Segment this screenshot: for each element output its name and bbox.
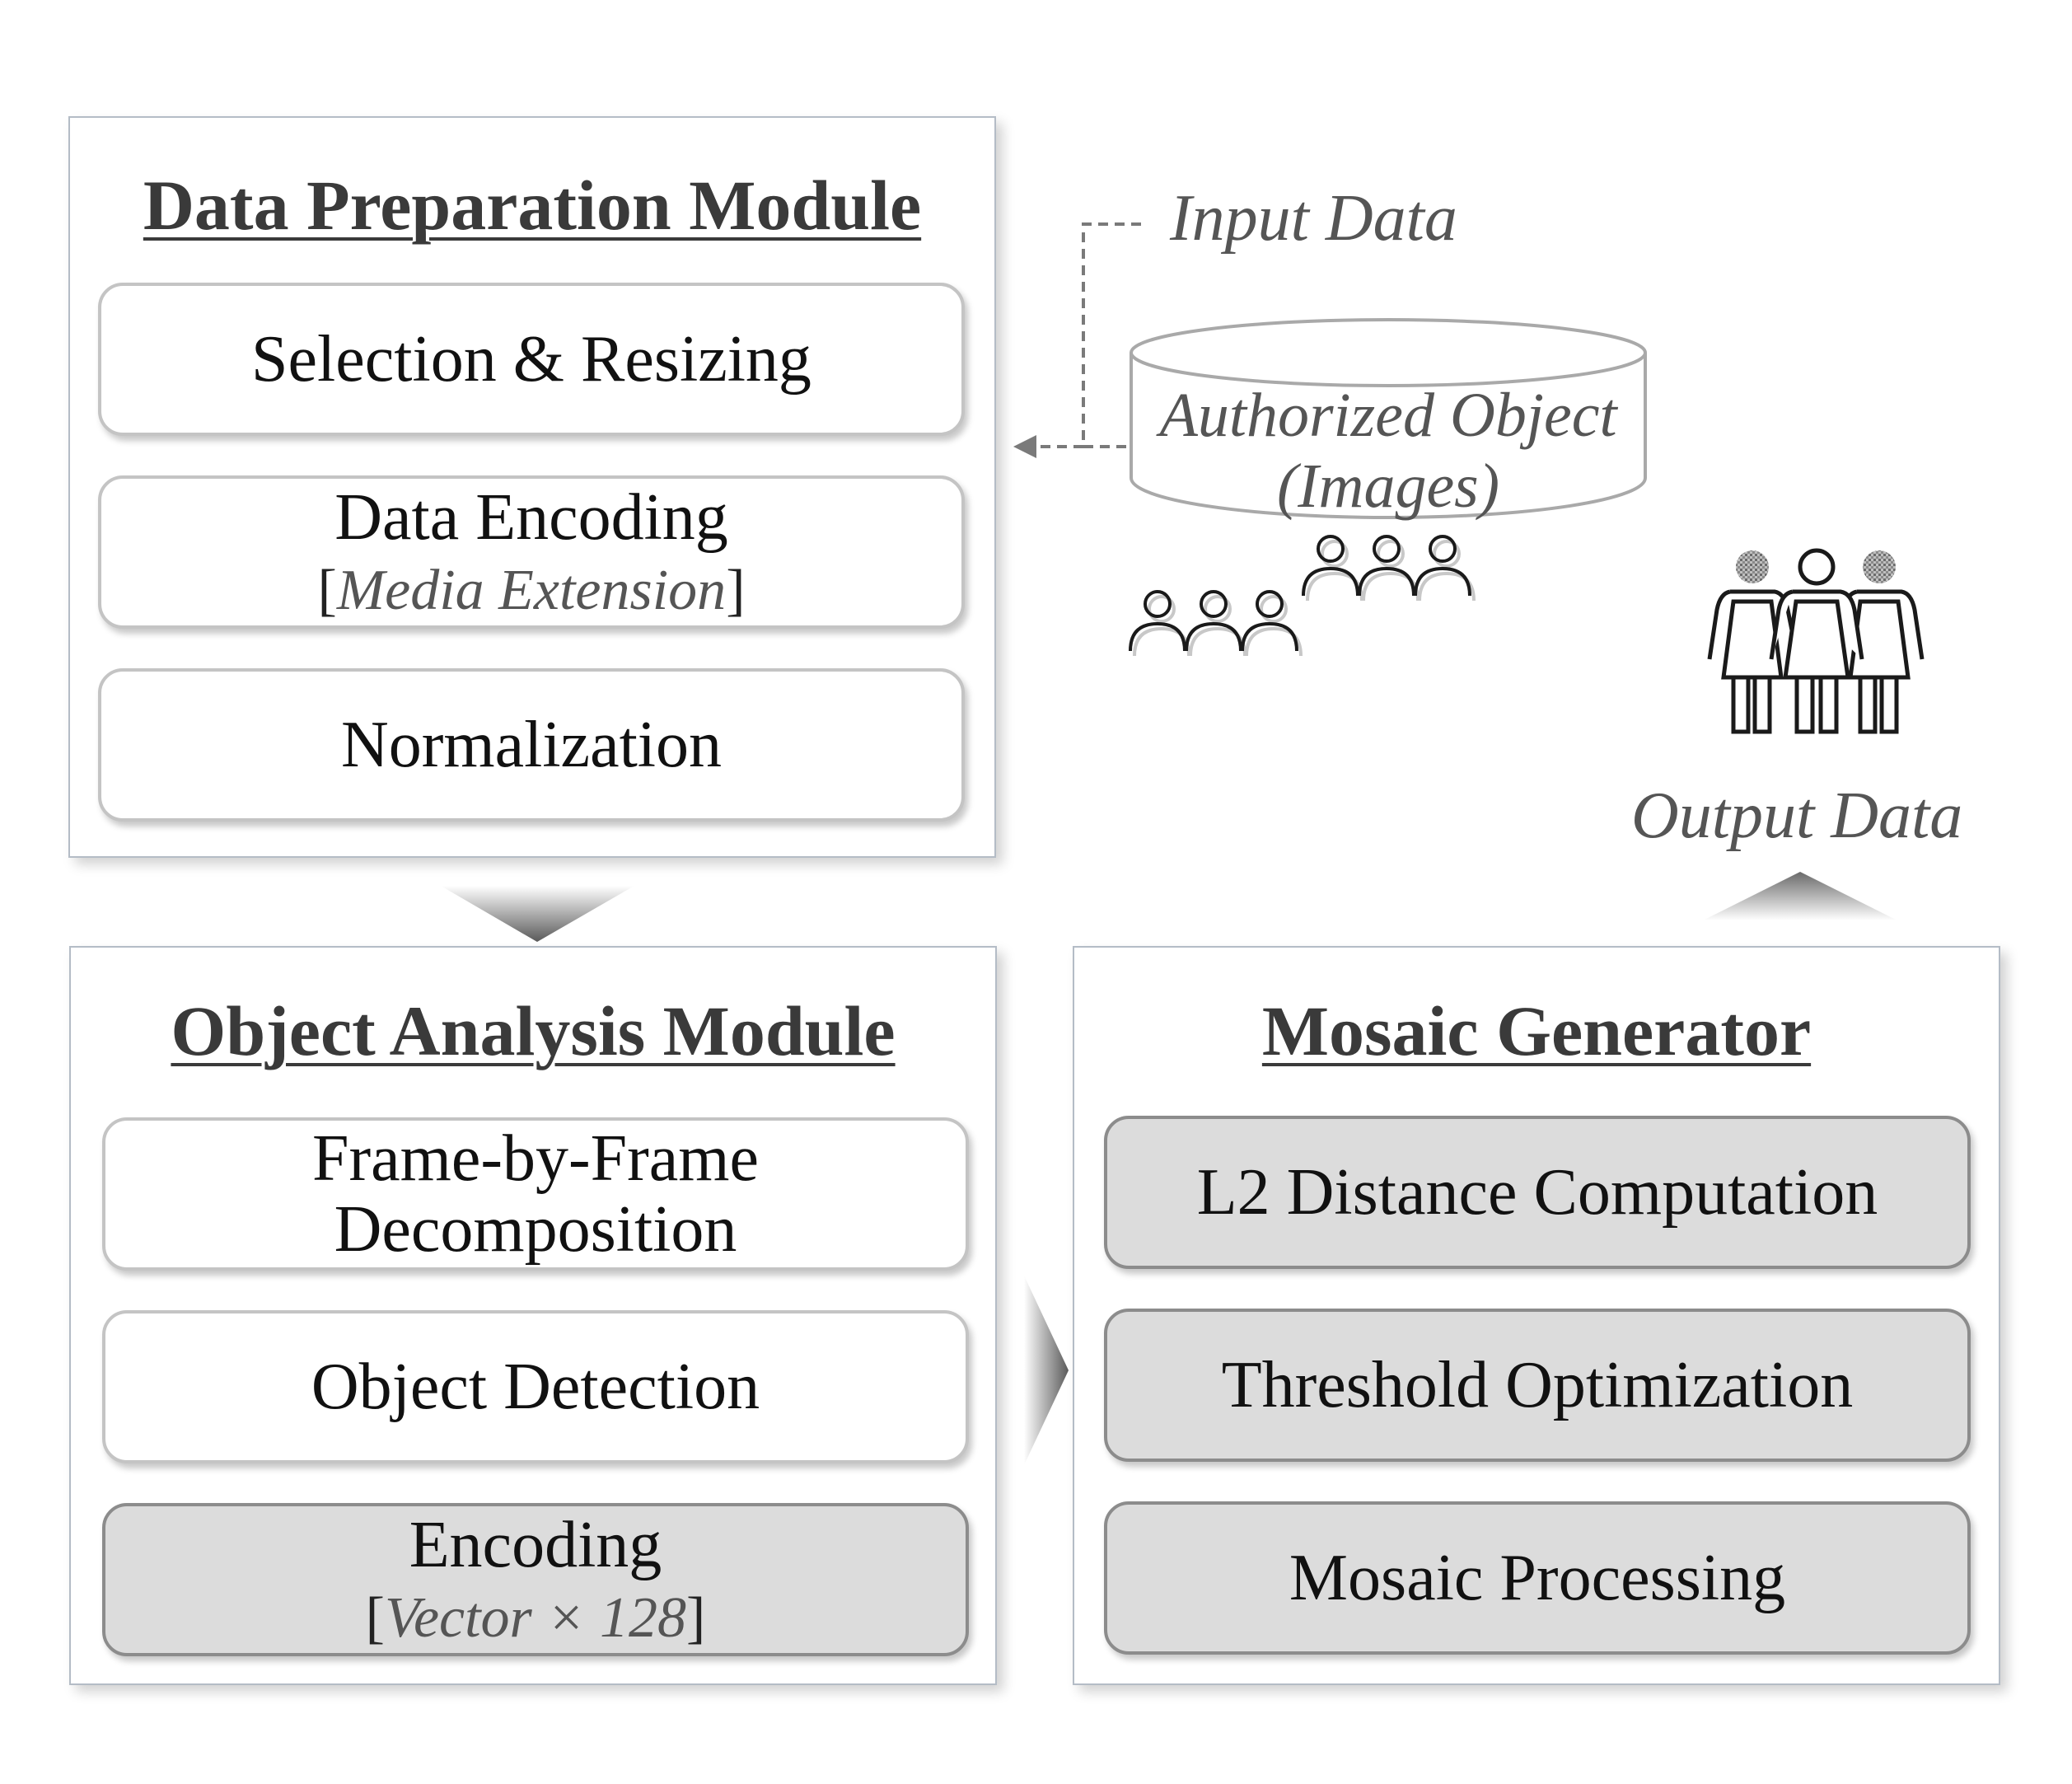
step-label-line2: Decomposition (334, 1193, 737, 1266)
step-normalization: Normalization (98, 668, 965, 822)
step-label: Normalization (340, 708, 723, 781)
step-label: L2 Distance Computation (1196, 1155, 1878, 1229)
step-sublabel-text: Media Extension (336, 559, 727, 623)
input-data-label: Input Data (1170, 182, 1457, 255)
step-threshold-optimization: Threshold Optimization (1104, 1309, 1971, 1462)
bracket-close: ] (686, 1586, 706, 1651)
mosaic-generator-module: Mosaic Generator L2 Distance Computation… (1073, 946, 2000, 1685)
down-arrow-icon (441, 886, 634, 942)
object-analysis-module: Object Analysis Module Frame-by-Frame De… (69, 946, 997, 1685)
step-label: Encoding (409, 1509, 662, 1581)
step-object-detection: Object Detection (102, 1310, 969, 1463)
arrowhead-left-icon (1013, 435, 1036, 458)
step-label: Data Encoding (334, 481, 728, 554)
step-label: Mosaic Processing (1289, 1541, 1786, 1614)
right-arrow-icon (1024, 1276, 1069, 1465)
database-label-line2: (Images) (1276, 452, 1500, 521)
database-label-line1: Authorized Object (1159, 381, 1617, 450)
step-encoding: Encoding [Vector × 128] (102, 1503, 969, 1656)
mosaic-people-icon (1707, 548, 1925, 734)
people-group-icon (1129, 590, 1303, 657)
step-mosaic-processing: Mosaic Processing (1104, 1501, 1971, 1655)
module-title: Object Analysis Module (171, 991, 896, 1070)
module-title: Mosaic Generator (1261, 991, 1812, 1070)
people-group-icon (1302, 535, 1476, 602)
bracket-open: [ (365, 1586, 385, 1651)
data-preparation-module: Data Preparation Module Selection & Resi… (68, 116, 996, 858)
bracket-close: ] (726, 559, 746, 623)
cylinder-database-icon (1130, 318, 1647, 519)
step-sublabel-text: Vector × 128 (384, 1586, 687, 1651)
step-label: Threshold Optimization (1221, 1348, 1854, 1421)
step-l2-distance: L2 Distance Computation (1104, 1116, 1971, 1269)
up-arrow-icon (1703, 872, 1897, 920)
step-frame-decomposition: Frame-by-Frame Decomposition (102, 1117, 969, 1271)
module-title: Data Preparation Module (143, 166, 922, 245)
step-label-line1: Frame-by-Frame (311, 1121, 760, 1195)
output-data-label: Output Data (1631, 780, 1963, 852)
step-sublabel: [Media Extension] (318, 560, 746, 622)
input-dashed-arrow (1034, 222, 1141, 448)
step-sublabel: [Vector × 128] (366, 1587, 706, 1650)
step-data-encoding: Data Encoding [Media Extension] (98, 475, 965, 629)
step-label: Object Detection (311, 1350, 760, 1423)
step-selection-resizing: Selection & Resizing (98, 283, 965, 436)
step-label: Selection & Resizing (251, 322, 811, 396)
bracket-open: [ (317, 559, 337, 623)
